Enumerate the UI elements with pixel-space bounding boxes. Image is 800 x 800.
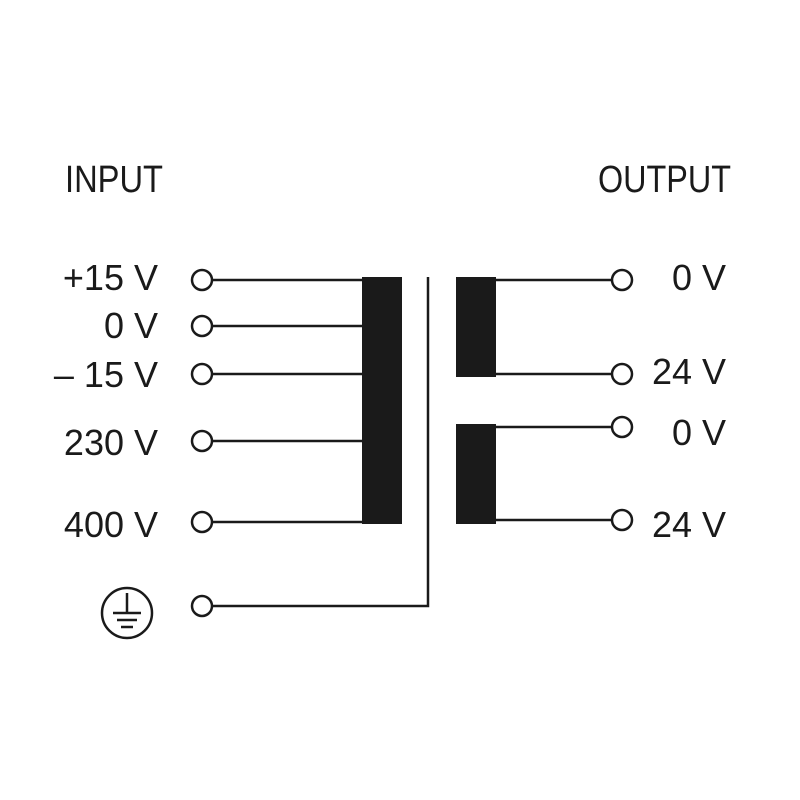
output-label-2-24v: 24 V — [652, 504, 726, 545]
input-label-400v: 400 V — [64, 504, 158, 545]
output-terminal-2-24v — [610, 508, 634, 532]
input-heading: INPUT — [65, 159, 163, 201]
input-terminal-earth — [190, 594, 214, 618]
input-label-plus15v: +15 V — [63, 257, 158, 298]
output-terminal-2-0v — [610, 415, 634, 439]
protective-earth-icon — [100, 586, 154, 640]
input-label-0v: 0 V — [104, 305, 158, 346]
input-terminal-400v — [190, 510, 214, 534]
input-terminal-plus15v — [190, 268, 214, 292]
input-terminal-0v — [190, 314, 214, 338]
output-label-1-24v: 24 V — [652, 351, 726, 392]
secondary-winding-2 — [456, 424, 496, 524]
output-label-1-0v: 0 V — [672, 257, 726, 298]
earth-wire — [212, 277, 430, 608]
input-label-minus15v: – 15 V — [54, 354, 158, 395]
secondary-winding-1 — [456, 277, 496, 377]
output-terminal-1-0v — [610, 268, 634, 292]
output-label-2-0v: 0 V — [672, 412, 726, 453]
primary-winding — [362, 277, 402, 524]
output-terminal-1-24v — [610, 362, 634, 386]
input-terminal-230v — [190, 429, 214, 453]
output-heading: OUTPUT — [598, 159, 731, 201]
input-label-230v: 230 V — [64, 422, 158, 463]
input-terminal-minus15v — [190, 362, 214, 386]
